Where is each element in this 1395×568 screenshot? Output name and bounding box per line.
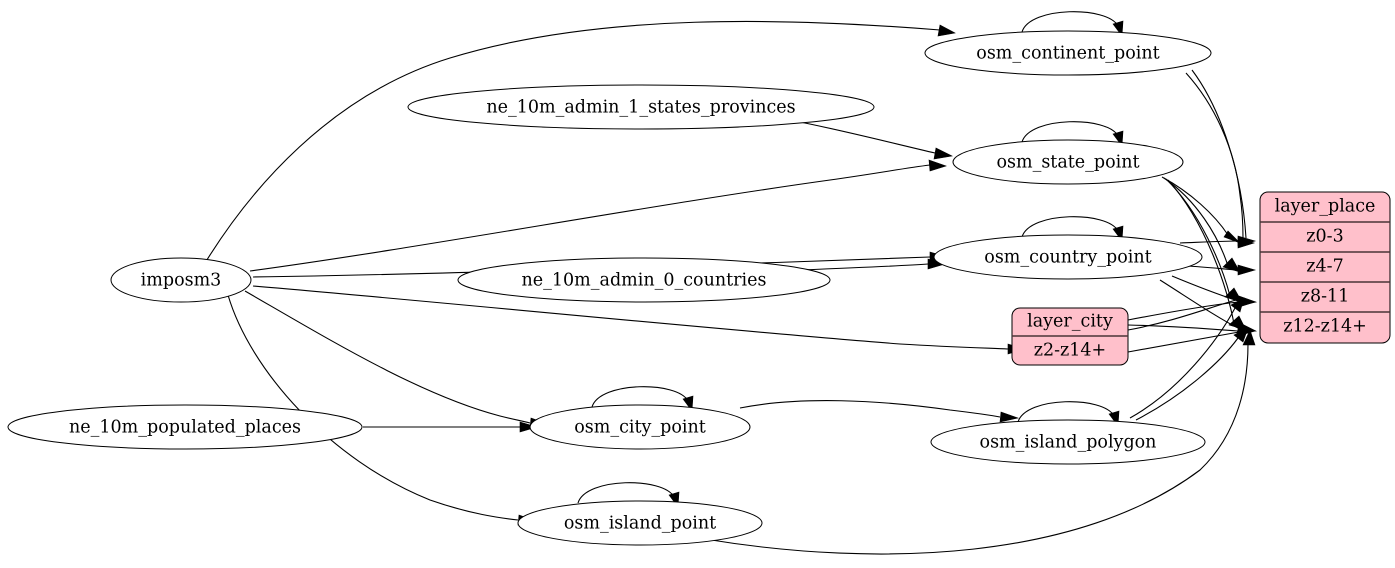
arrowhead-icon (937, 24, 956, 37)
arrowhead-icon (933, 147, 953, 160)
record-layer-place-row-z8-11[interactable]: z8-11 (1301, 287, 1350, 307)
record-layer-city[interactable]: layer_city z2-z14+ (1011, 307, 1129, 366)
node-osm-continent-point[interactable]: osm_continent_point (924, 30, 1212, 76)
node-ne-states-shape[interactable] (407, 84, 875, 130)
node-osm-city-point-label: osm_city_point (574, 418, 706, 438)
edge-osm-continent-point-self-loop (1021, 11, 1119, 33)
edge-layer-city-straight-to-z12 (1127, 331, 1240, 353)
record-layer-city-title: layer_city (1027, 312, 1113, 332)
edge-osm-island-point-self-loop (577, 482, 675, 504)
edge-osm-island-point-to-layer-place-z12-z14 (704, 343, 1249, 555)
edge-osm-state-point-to-layer-place-z0-3 (1161, 176, 1229, 236)
record-layer-place[interactable]: layer_place z0-3 z4-7 z8-11 z12-z14+ (1259, 191, 1391, 344)
edge-imposm3-to-osm-state-point (249, 164, 931, 272)
edge-continent-descend (1191, 69, 1247, 239)
edge-osm-city-point-self-loop (591, 386, 689, 408)
node-osm-country-point[interactable]: osm_country_point (933, 234, 1203, 280)
edge-layer-city-to-layer-place-z12-z14 (1127, 324, 1239, 332)
node-ne-countries-label: ne_10m_admin_0_countries (522, 271, 767, 291)
node-osm-island-polygon-shape[interactable] (930, 419, 1206, 465)
arrowhead-icon (999, 411, 1020, 423)
node-osm-state-point-label: osm_state_point (996, 153, 1139, 173)
node-osm-state-point[interactable]: osm_state_point (952, 139, 1184, 185)
edge-osm-island-polygon-to-layer-place-z12-z14 (1135, 337, 1239, 421)
edge-osm-state-point-to-layer-place-z12-z14 (1167, 179, 1235, 325)
arrowhead-icon (1242, 329, 1256, 346)
node-osm-country-point-label: osm_country_point (984, 248, 1151, 268)
record-layer-place-row-z12-z14[interactable]: z12-z14+ (1283, 317, 1367, 337)
node-imposm3-label: imposm3 (141, 271, 222, 291)
edge-layer-city-to-layer-place-z8-11 (1127, 301, 1239, 321)
edge-osm-country-point-self-loop (1021, 216, 1119, 238)
node-ne-countries-shape[interactable] (457, 257, 831, 303)
edge-imposm3-to-layer-city (252, 285, 1009, 350)
arrowhead-icon (519, 421, 539, 433)
arrowhead-icon (1230, 297, 1245, 313)
node-osm-state-point-shape[interactable] (952, 139, 1184, 185)
edge-ne-countries-to-osm-country-point (799, 263, 929, 271)
edge-ne-states-to-osm-state-point (799, 121, 936, 154)
node-ne-places-label: ne_10m_populated_places (69, 418, 301, 438)
node-osm-island-point[interactable]: osm_island_point (517, 500, 763, 546)
edge-osm-state-point-to-layer-place-z8-11 (1165, 178, 1231, 297)
node-osm-continent-point-label: osm_continent_point (976, 44, 1159, 64)
node-osm-island-point-label: osm_island_point (564, 514, 716, 534)
node-imposm3[interactable]: imposm3 (110, 257, 252, 303)
arrowhead-icon (1233, 327, 1249, 343)
record-layer-place-box[interactable] (1259, 191, 1391, 344)
node-osm-island-point-shape[interactable] (517, 500, 763, 546)
record-layer-city-row-z2-z14[interactable]: z2-z14+ (1034, 341, 1106, 361)
edge-osm-island-polygon-to-layer-place-z8-11 (1129, 307, 1236, 419)
edge-osm-country-point-to-layer-place-z8-11 (1171, 275, 1239, 302)
arrowhead-icon (1237, 235, 1257, 247)
record-layer-place-row-z4-7[interactable]: z4-7 (1306, 257, 1343, 277)
record-layer-place-title: layer_place (1275, 197, 1376, 217)
arrowhead-icon (1237, 264, 1257, 276)
edge-osm-island-polygon-self-loop (1017, 401, 1115, 423)
edge-imposm3-to-osm-continent-point (204, 20, 941, 264)
edge-imposm3-to-osm-island-point (227, 294, 519, 521)
edge-osm-state-point-to-layer-place-z4-7 (1163, 177, 1229, 267)
edge-osm-country-point-to-layer-place-z12-z14 (1159, 279, 1239, 329)
record-layer-place-row-z0-3[interactable]: z0-3 (1306, 227, 1343, 247)
node-osm-continent-point-shape[interactable] (924, 30, 1212, 76)
node-osm-island-polygon-label: osm_island_polygon (980, 433, 1157, 453)
edge-imposm3-to-osm-city-point (244, 290, 531, 424)
edge-osm-city-point-to-osm-island-polygon (739, 400, 1001, 418)
node-imposm3-shape[interactable] (110, 257, 252, 303)
edge-osm-country-point-to-layer-place-z0-3 (1179, 240, 1239, 244)
node-osm-city-point-shape[interactable] (529, 404, 751, 450)
arrowhead-icon (1223, 230, 1241, 244)
node-ne-10m-admin-1-states-provinces[interactable]: ne_10m_admin_1_states_provinces (407, 84, 875, 130)
node-ne-places-shape[interactable] (7, 404, 363, 450)
node-osm-country-point-shape[interactable] (933, 234, 1203, 280)
node-osm-city-point[interactable]: osm_city_point (529, 404, 751, 450)
arrowhead-icon (928, 159, 947, 172)
node-ne-10m-admin-0-countries[interactable]: ne_10m_admin_0_countries (457, 257, 831, 303)
node-ne-10m-populated-places[interactable]: ne_10m_populated_places (7, 404, 363, 450)
edge-layer-city-to-layer-place-secondary (1127, 299, 1237, 331)
node-osm-island-polygon[interactable]: osm_island_polygon (930, 419, 1206, 465)
record-layer: layer_city z2-z14+ layer_place z0-3 z4-7… (1011, 191, 1391, 366)
edge-osm-continent-point-to-layer-place-z0-3 (1185, 72, 1244, 239)
node-layer: imposm3 ne_10m_admin_1_states_provinces … (7, 30, 1212, 546)
edge-osm-state-point-self-loop (1021, 121, 1119, 143)
node-ne-states-label: ne_10m_admin_1_states_provinces (486, 98, 795, 118)
